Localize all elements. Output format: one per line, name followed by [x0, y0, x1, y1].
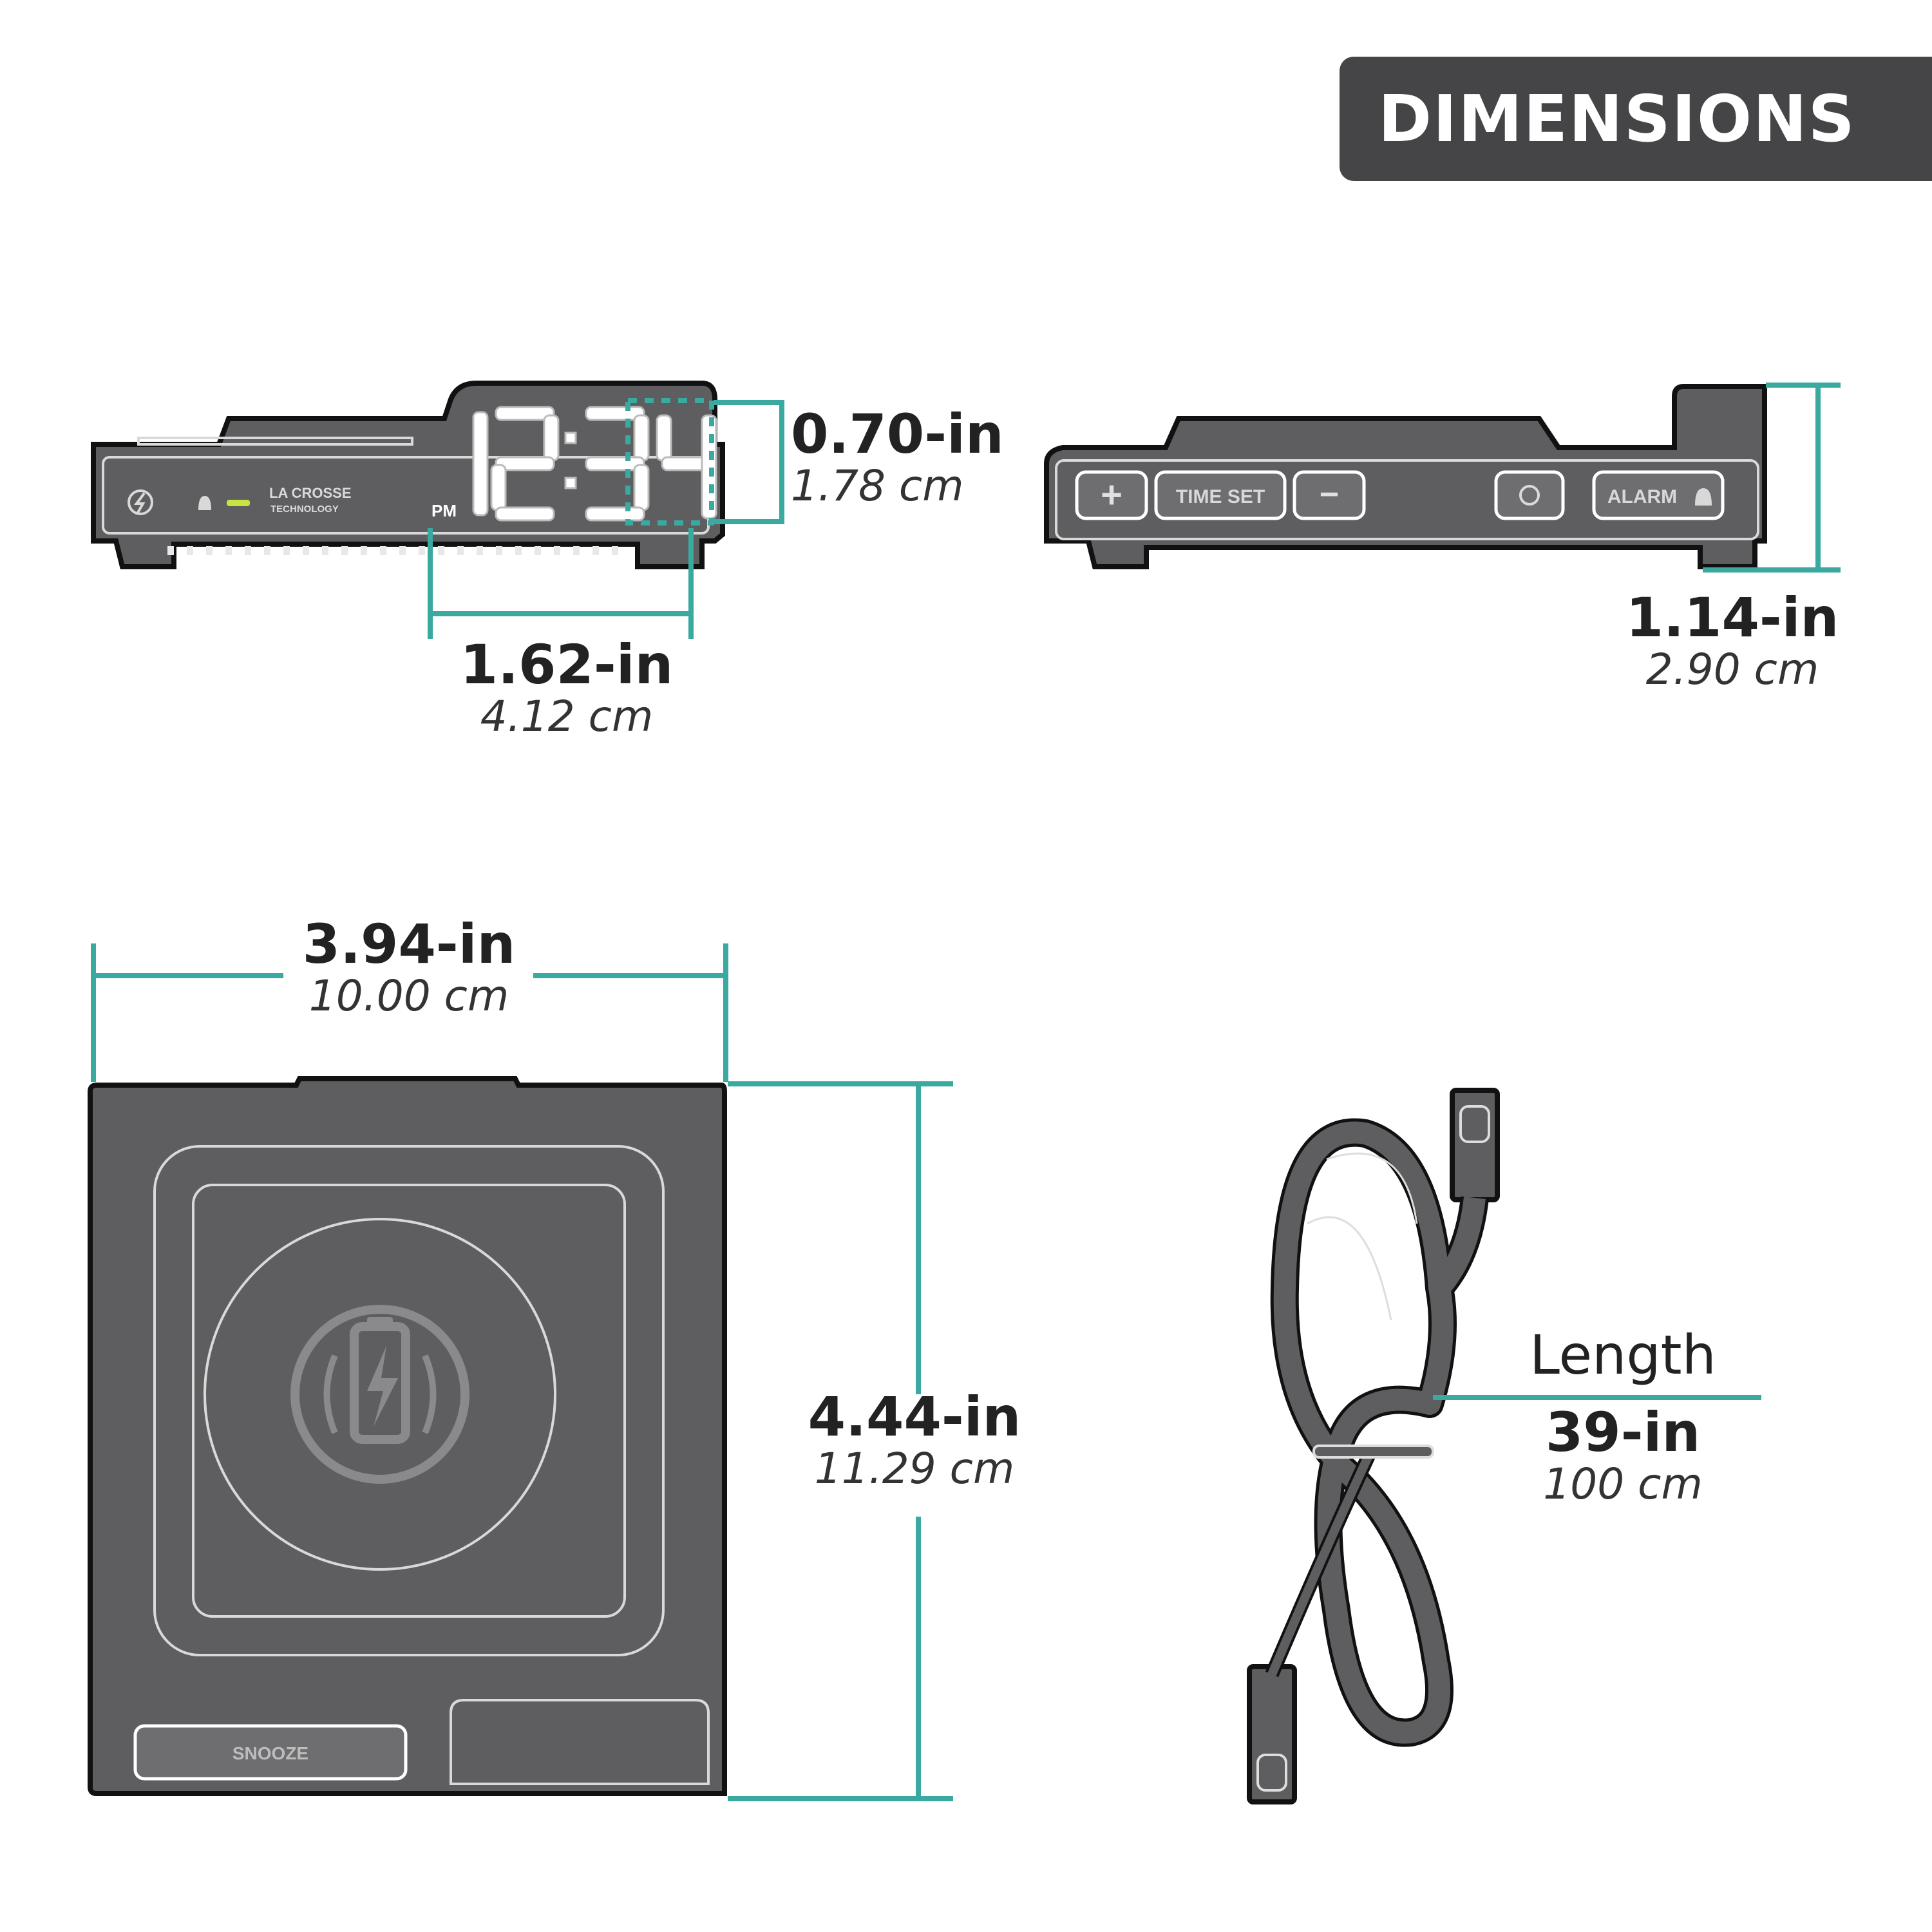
- pm-indicator: PM: [431, 501, 457, 520]
- cable-length-heading: Length: [1530, 1323, 1716, 1387]
- page-title: DIMENSIONS: [1378, 81, 1856, 156]
- bell-icon: [1695, 488, 1712, 506]
- svg-text:TIME SET: TIME SET: [1176, 486, 1265, 507]
- wireless-charge-icon: [350, 1322, 410, 1444]
- cable-inches: 39-in: [1545, 1401, 1701, 1464]
- usb-c-icon: [1247, 1664, 1297, 1804]
- width-cm: 10.00 cm: [308, 971, 509, 1021]
- display-width-cm: 4.12 cm: [480, 692, 654, 741]
- height-cm: 2.90 cm: [1645, 645, 1819, 694]
- width-inches: 3.94-in: [302, 913, 516, 976]
- height-label: 1.14-in 2.90 cm: [1584, 589, 1880, 694]
- charging-coil: [204, 1218, 556, 1571]
- minus-button[interactable]: [1293, 470, 1366, 520]
- length-inches: 4.44-in: [808, 1385, 1021, 1448]
- cable-length-label: 39-in 100 cm: [1481, 1404, 1765, 1508]
- usb-cable: [1247, 1088, 1761, 1804]
- back-buttons: + TIME SET − ALARM: [1075, 470, 1725, 520]
- length-cm: 11.29 cm: [814, 1444, 1015, 1493]
- display-width-label: 1.62-in 4.12 cm: [399, 636, 734, 741]
- svg-text:SNOOZE: SNOOZE: [232, 1743, 308, 1763]
- brightness-button[interactable]: [1494, 470, 1565, 520]
- brand-sub: TECHNOLOGY: [270, 504, 339, 515]
- depth-guide: [625, 398, 714, 526]
- depth-label: 0.70-in 1.78 cm: [791, 406, 1004, 510]
- plus-button[interactable]: [1075, 470, 1148, 520]
- cable-cm: 100 cm: [1543, 1459, 1703, 1509]
- depth-inches: 0.70-in: [791, 402, 1004, 466]
- back-view: + TIME SET − ALARM: [1044, 383, 1841, 573]
- vent-ribs: [167, 546, 618, 555]
- brand-logo: LA CROSSE: [269, 485, 352, 501]
- snooze-button[interactable]: [133, 1724, 408, 1781]
- time-set-button[interactable]: [1154, 470, 1287, 520]
- depth-cm: 1.78 cm: [791, 461, 964, 511]
- height-inches: 1.14-in: [1625, 586, 1839, 649]
- display-width-inches: 1.62-in: [460, 633, 674, 696]
- bell-icon: [198, 496, 211, 510]
- length-label: 4.44-in 11.29 cm: [773, 1388, 1056, 1493]
- svg-text:+: +: [1101, 474, 1122, 516]
- alarm-button[interactable]: [1592, 470, 1725, 520]
- width-label: 3.94-in 10.00 cm: [251, 916, 567, 1020]
- title-badge: DIMENSIONS: [1340, 57, 1932, 181]
- top-view: SNOOZE: [88, 943, 953, 1801]
- cable-length-title: Length: [1481, 1327, 1765, 1383]
- led-indicator: [227, 500, 250, 506]
- brightness-icon: [1519, 485, 1540, 506]
- svg-text:−: −: [1320, 476, 1339, 513]
- charging-pad-border: [153, 1145, 665, 1656]
- bolt-icon: [128, 489, 153, 515]
- front-view: LA CROSSE TECHNOLOGY PM: [91, 381, 784, 639]
- svg-text:ALARM: ALARM: [1607, 486, 1677, 507]
